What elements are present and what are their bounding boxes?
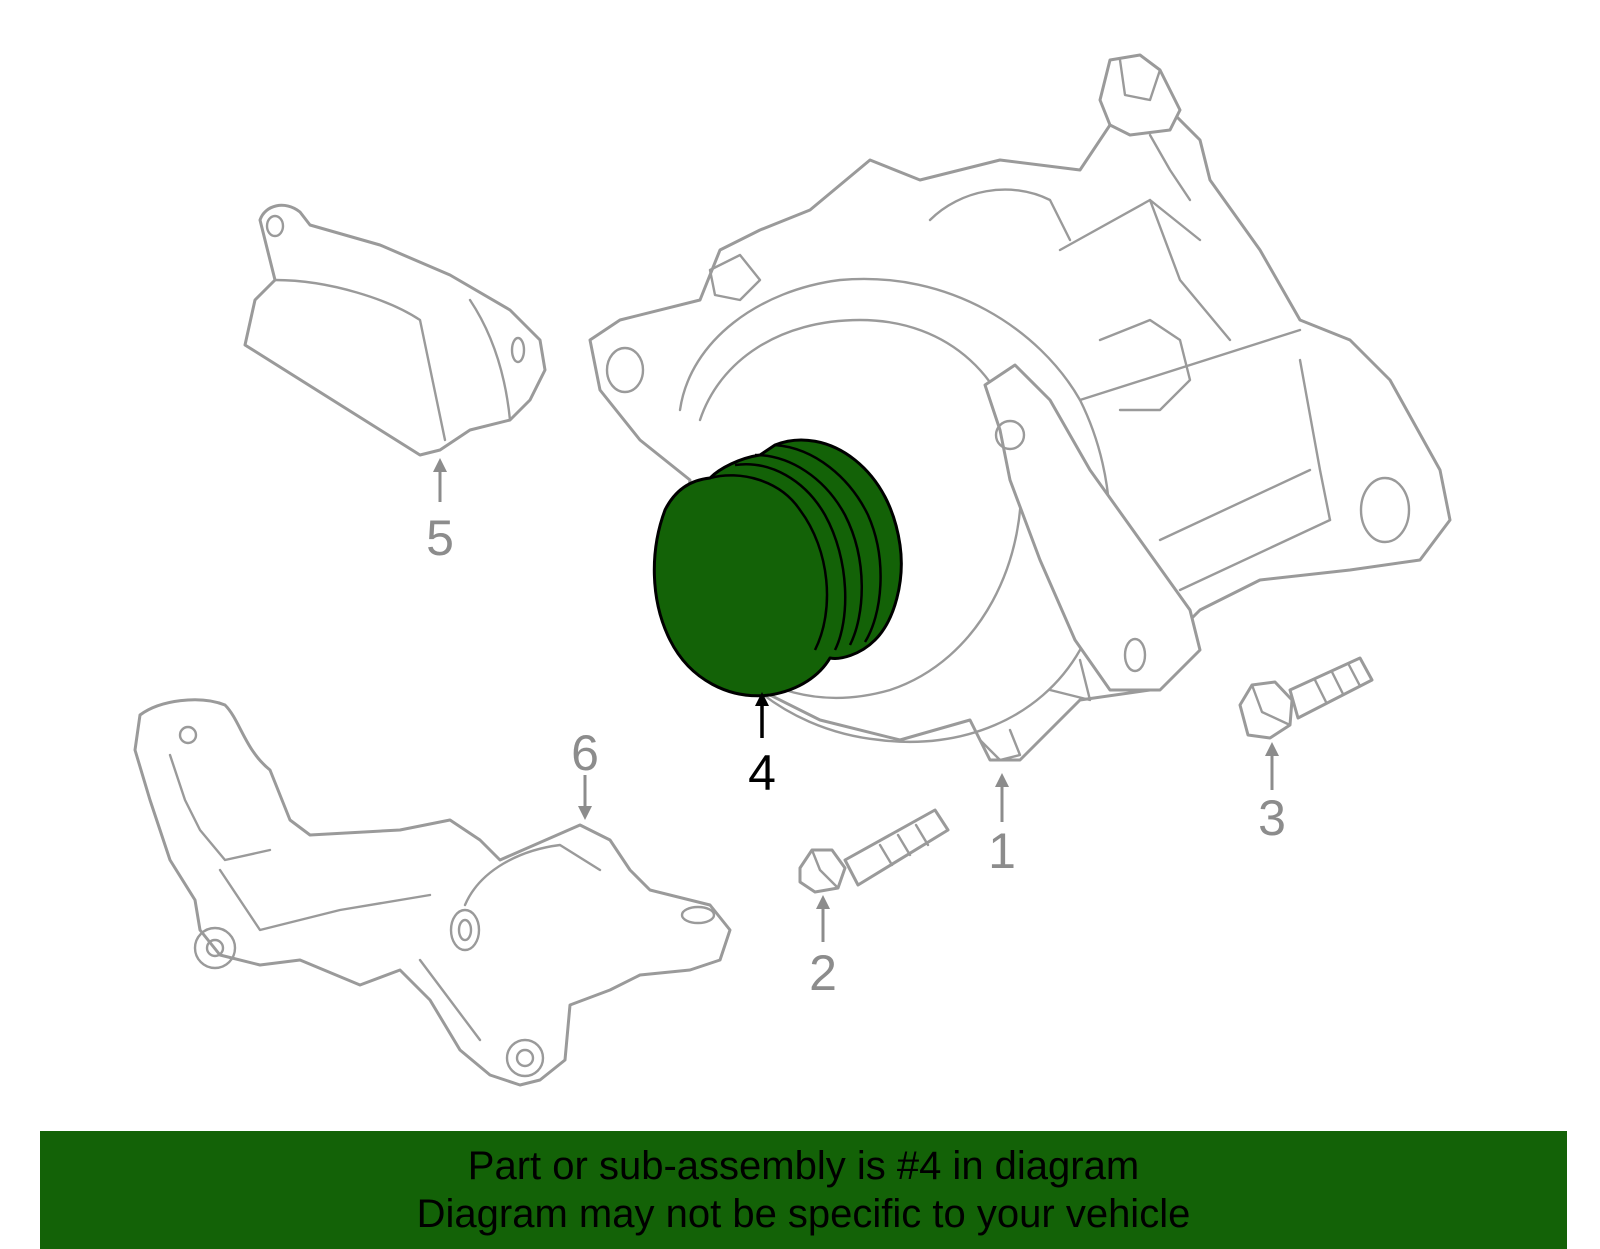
part-3-bolt [1238, 656, 1374, 740]
arrowhead-6 [578, 806, 592, 820]
callout-arrows [433, 458, 1279, 942]
part-4-pulley[interactable] [652, 438, 903, 698]
part-2-bolt [798, 808, 950, 894]
callout-2: 2 [809, 945, 837, 1001]
arrowhead-1 [995, 773, 1009, 787]
callout-labels: 1 2 3 4 5 6 [426, 510, 1286, 1001]
info-banner: Part or sub-assembly is #4 in diagram Di… [40, 1131, 1567, 1249]
callout-4: 4 [748, 745, 776, 801]
banner-line-disclaimer: Diagram may not be specific to your vehi… [416, 1192, 1191, 1236]
arrowhead-5 [433, 458, 447, 472]
arrowhead-4 [755, 692, 769, 706]
callout-1: 1 [988, 823, 1016, 879]
banner-line-part: Part or sub-assembly is #4 in diagram [467, 1144, 1140, 1188]
arrowhead-2 [816, 895, 830, 909]
part-5-bracket [243, 203, 547, 457]
callout-6: 6 [571, 725, 599, 781]
callout-3: 3 [1258, 790, 1286, 846]
arrowhead-3 [1265, 742, 1279, 756]
part-6-mount-bracket [133, 698, 732, 1087]
callout-5: 5 [426, 510, 454, 566]
